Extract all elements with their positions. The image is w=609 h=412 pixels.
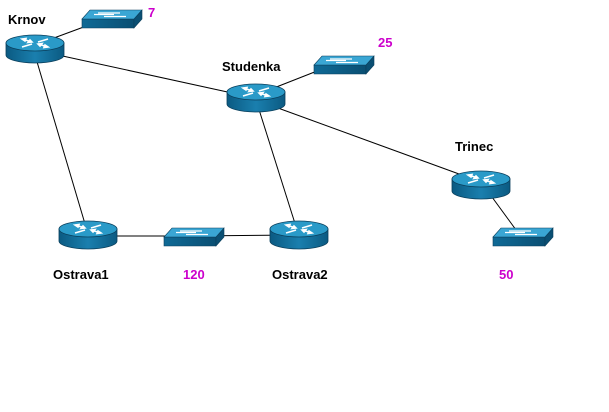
router-icon-ostrava1 bbox=[58, 220, 118, 250]
link-krnov-ostrava1 bbox=[34, 54, 89, 235]
host-count-krnov: 7 bbox=[148, 5, 155, 20]
router-icon-ostrava2 bbox=[269, 220, 329, 250]
host-count-ostrava: 120 bbox=[183, 267, 205, 282]
router-icon-trinec bbox=[451, 170, 511, 200]
router-label-studenka: Studenka bbox=[222, 59, 281, 74]
switch-icon-studenka bbox=[313, 55, 375, 75]
router-label-ostrava2: Ostrava2 bbox=[272, 267, 328, 282]
link-studenka-trinec bbox=[255, 99, 482, 183]
router-label-trinec: Trinec bbox=[455, 139, 493, 154]
host-count-studenka: 25 bbox=[378, 35, 392, 50]
router-icon-krnov bbox=[5, 34, 65, 64]
link-krnov-studenka bbox=[34, 49, 256, 99]
links bbox=[34, 17, 520, 237]
switch-icon-ostrava bbox=[163, 227, 225, 247]
router-icon-studenka bbox=[226, 83, 286, 113]
router-label-krnov: Krnov bbox=[8, 12, 46, 27]
link-studenka-ostrava2 bbox=[255, 99, 299, 234]
switch-icon-trinec bbox=[492, 227, 554, 247]
host-count-trinec: 50 bbox=[499, 267, 513, 282]
router-label-ostrava1: Ostrava1 bbox=[53, 267, 109, 282]
switch-icon-krnov bbox=[81, 9, 143, 29]
